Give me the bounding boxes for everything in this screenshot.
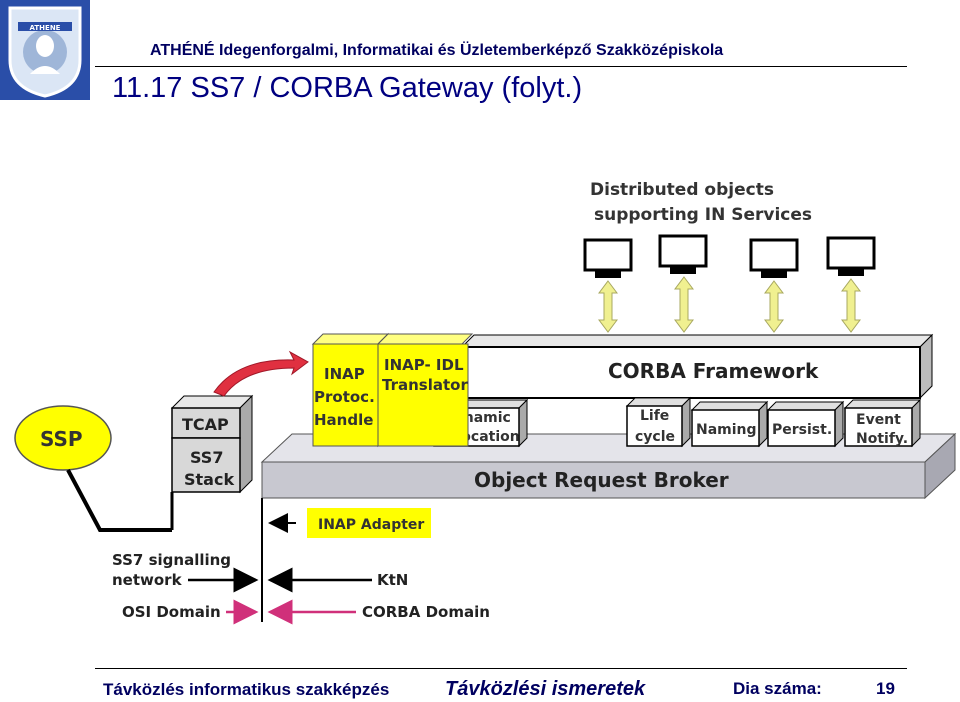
naming-label: Naming <box>696 422 757 438</box>
slide-title: 11.17 SS7 / CORBA Gateway (folyt.) <box>112 72 583 104</box>
translator-label-1: INAP- IDL <box>384 356 464 374</box>
inap-adapter-label: INAP Adapter <box>318 517 424 533</box>
inap-label-3: Handle <box>314 411 373 429</box>
header-divider <box>95 66 907 67</box>
lifecycle-box <box>625 396 692 448</box>
lifecycle-label-1: Life <box>640 408 669 424</box>
school-name: ATHÉNÉ Idegenforgalmi, Informatikai és Ü… <box>150 42 724 59</box>
inap-adapter-box <box>307 508 431 538</box>
school-logo: ATHENE <box>0 0 90 100</box>
ss7-network-label-1: SS7 signalling <box>112 551 231 569</box>
event-notify-box <box>843 398 922 448</box>
lifecycle-label-2: cycle <box>635 429 675 445</box>
curved-arrow-icon <box>213 350 309 397</box>
distributed-object-icon <box>583 238 633 278</box>
osi-domain-label: OSI Domain <box>122 603 221 621</box>
distributed-object-icon <box>749 238 799 278</box>
ssp-label: SSP <box>40 427 83 451</box>
footer-subject: Távközlési ismeretek <box>445 678 646 700</box>
footer-divider <box>95 668 907 669</box>
slide-number-label: Dia száma: <box>733 679 822 698</box>
ssp-connector <box>66 469 172 532</box>
persist-box <box>766 400 845 448</box>
corba-domain-label: CORBA Domain <box>362 603 490 621</box>
ss7-stack-label-2: Stack <box>184 470 234 489</box>
persist-label: Persist. <box>772 422 832 438</box>
double-arrow-icon <box>598 280 618 333</box>
event-label-2: Notify. <box>856 431 908 447</box>
ss7-stack-box <box>171 437 241 493</box>
double-arrow-icon <box>764 280 784 333</box>
event-label-1: Event <box>856 412 901 428</box>
footer-course: Távközlés informatikus szakképzés <box>103 680 390 699</box>
ss7-network-label-2: network <box>112 571 183 589</box>
inap-protocol-handler-box <box>311 332 390 448</box>
logo-text: ATHENE <box>30 24 61 32</box>
ss7-stack-label-1: SS7 <box>190 448 223 467</box>
inap-label-1: INAP <box>324 365 365 383</box>
corba-framework-box <box>460 333 934 400</box>
double-arrow-icon <box>841 278 861 333</box>
orb-label: Object Request Broker <box>474 468 729 492</box>
distributed-object-icon <box>826 236 876 276</box>
slide-number: 19 <box>876 679 895 698</box>
inap-idl-translator-box <box>376 333 474 447</box>
tcap-label: TCAP <box>182 415 229 434</box>
translator-label-2: Translator <box>382 376 468 394</box>
double-arrow-icon <box>674 276 694 333</box>
ssp-node <box>14 405 112 471</box>
in-services-label: supporting IN Services <box>594 205 812 225</box>
ss7-corba-diagram: Distributed objects supporting IN Servic… <box>14 180 957 625</box>
corba-framework-label: CORBA Framework <box>608 359 819 383</box>
distributed-object-icon <box>658 234 708 274</box>
ktn-label: KtN <box>377 571 408 589</box>
distributed-objects-label: Distributed objects <box>590 180 774 200</box>
tcap-box <box>170 394 254 494</box>
inap-label-2: Protoc. <box>314 388 375 406</box>
naming-box <box>690 400 769 448</box>
